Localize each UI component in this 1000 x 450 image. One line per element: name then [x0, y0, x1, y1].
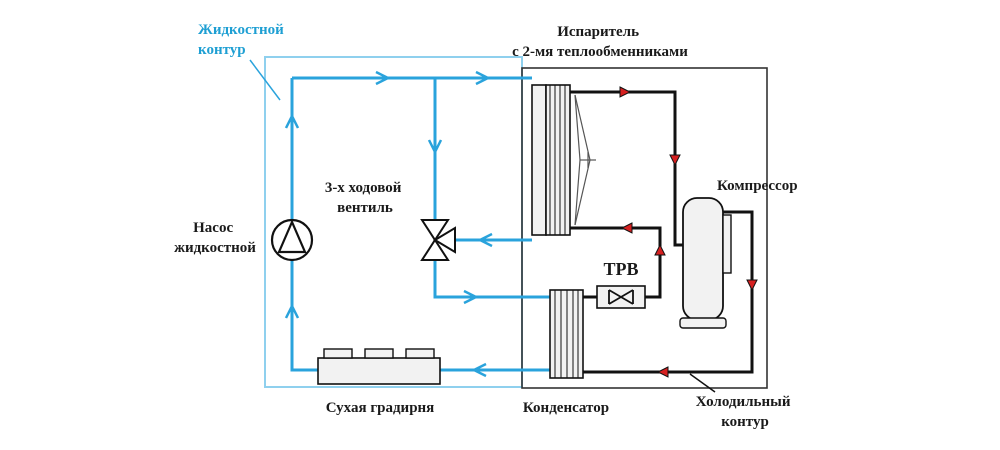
liquid-loop-leader: [249, 59, 281, 101]
refrigerant-loop-label: Холодильный контур: [696, 394, 794, 430]
arrow: [654, 243, 666, 256]
evaporator-label: Испаритель с 2-мя теплообменниками: [512, 24, 688, 60]
arrow: [620, 222, 633, 234]
liquid-loop-label: Жидкостной контур: [198, 22, 288, 58]
three-way-valve-icon: [420, 219, 456, 261]
arrow: [284, 303, 300, 330]
dry-cooler-icon: [317, 348, 441, 385]
three-way-valve-label: 3-х ходовой вентиль: [325, 180, 405, 216]
arrow: [746, 279, 758, 292]
liquid-pipes: [290, 76, 550, 372]
arrow: [427, 128, 443, 155]
condenser-icon: [549, 289, 584, 379]
arrow: [364, 70, 391, 86]
trv-label: TPB: [603, 259, 638, 279]
arrow: [619, 86, 632, 98]
arrow: [477, 232, 504, 248]
arrow: [669, 154, 681, 167]
dry-cooler-label: Сухая градирня: [326, 400, 435, 416]
pump-icon: [270, 218, 314, 262]
arrow: [656, 366, 669, 378]
refrigerant-flow-arrows: [619, 86, 758, 378]
arrow: [471, 362, 498, 378]
pump-label: Насос жидкостной: [174, 220, 256, 256]
trv-icon: [596, 285, 646, 309]
refrigerant-loop-leader: [689, 373, 716, 393]
arrow: [464, 70, 491, 86]
evaporator-icon: [531, 84, 596, 236]
refrigerant-unit-region: [521, 67, 768, 389]
liquid-loop-region: [264, 56, 523, 388]
liquid-flow-arrows: [284, 70, 504, 378]
compressor-label: Компрессор: [717, 178, 798, 194]
compressor-icon: [679, 197, 732, 329]
arrow: [452, 289, 479, 305]
condenser-label: Конденсатор: [523, 400, 609, 416]
arrow: [284, 113, 300, 140]
